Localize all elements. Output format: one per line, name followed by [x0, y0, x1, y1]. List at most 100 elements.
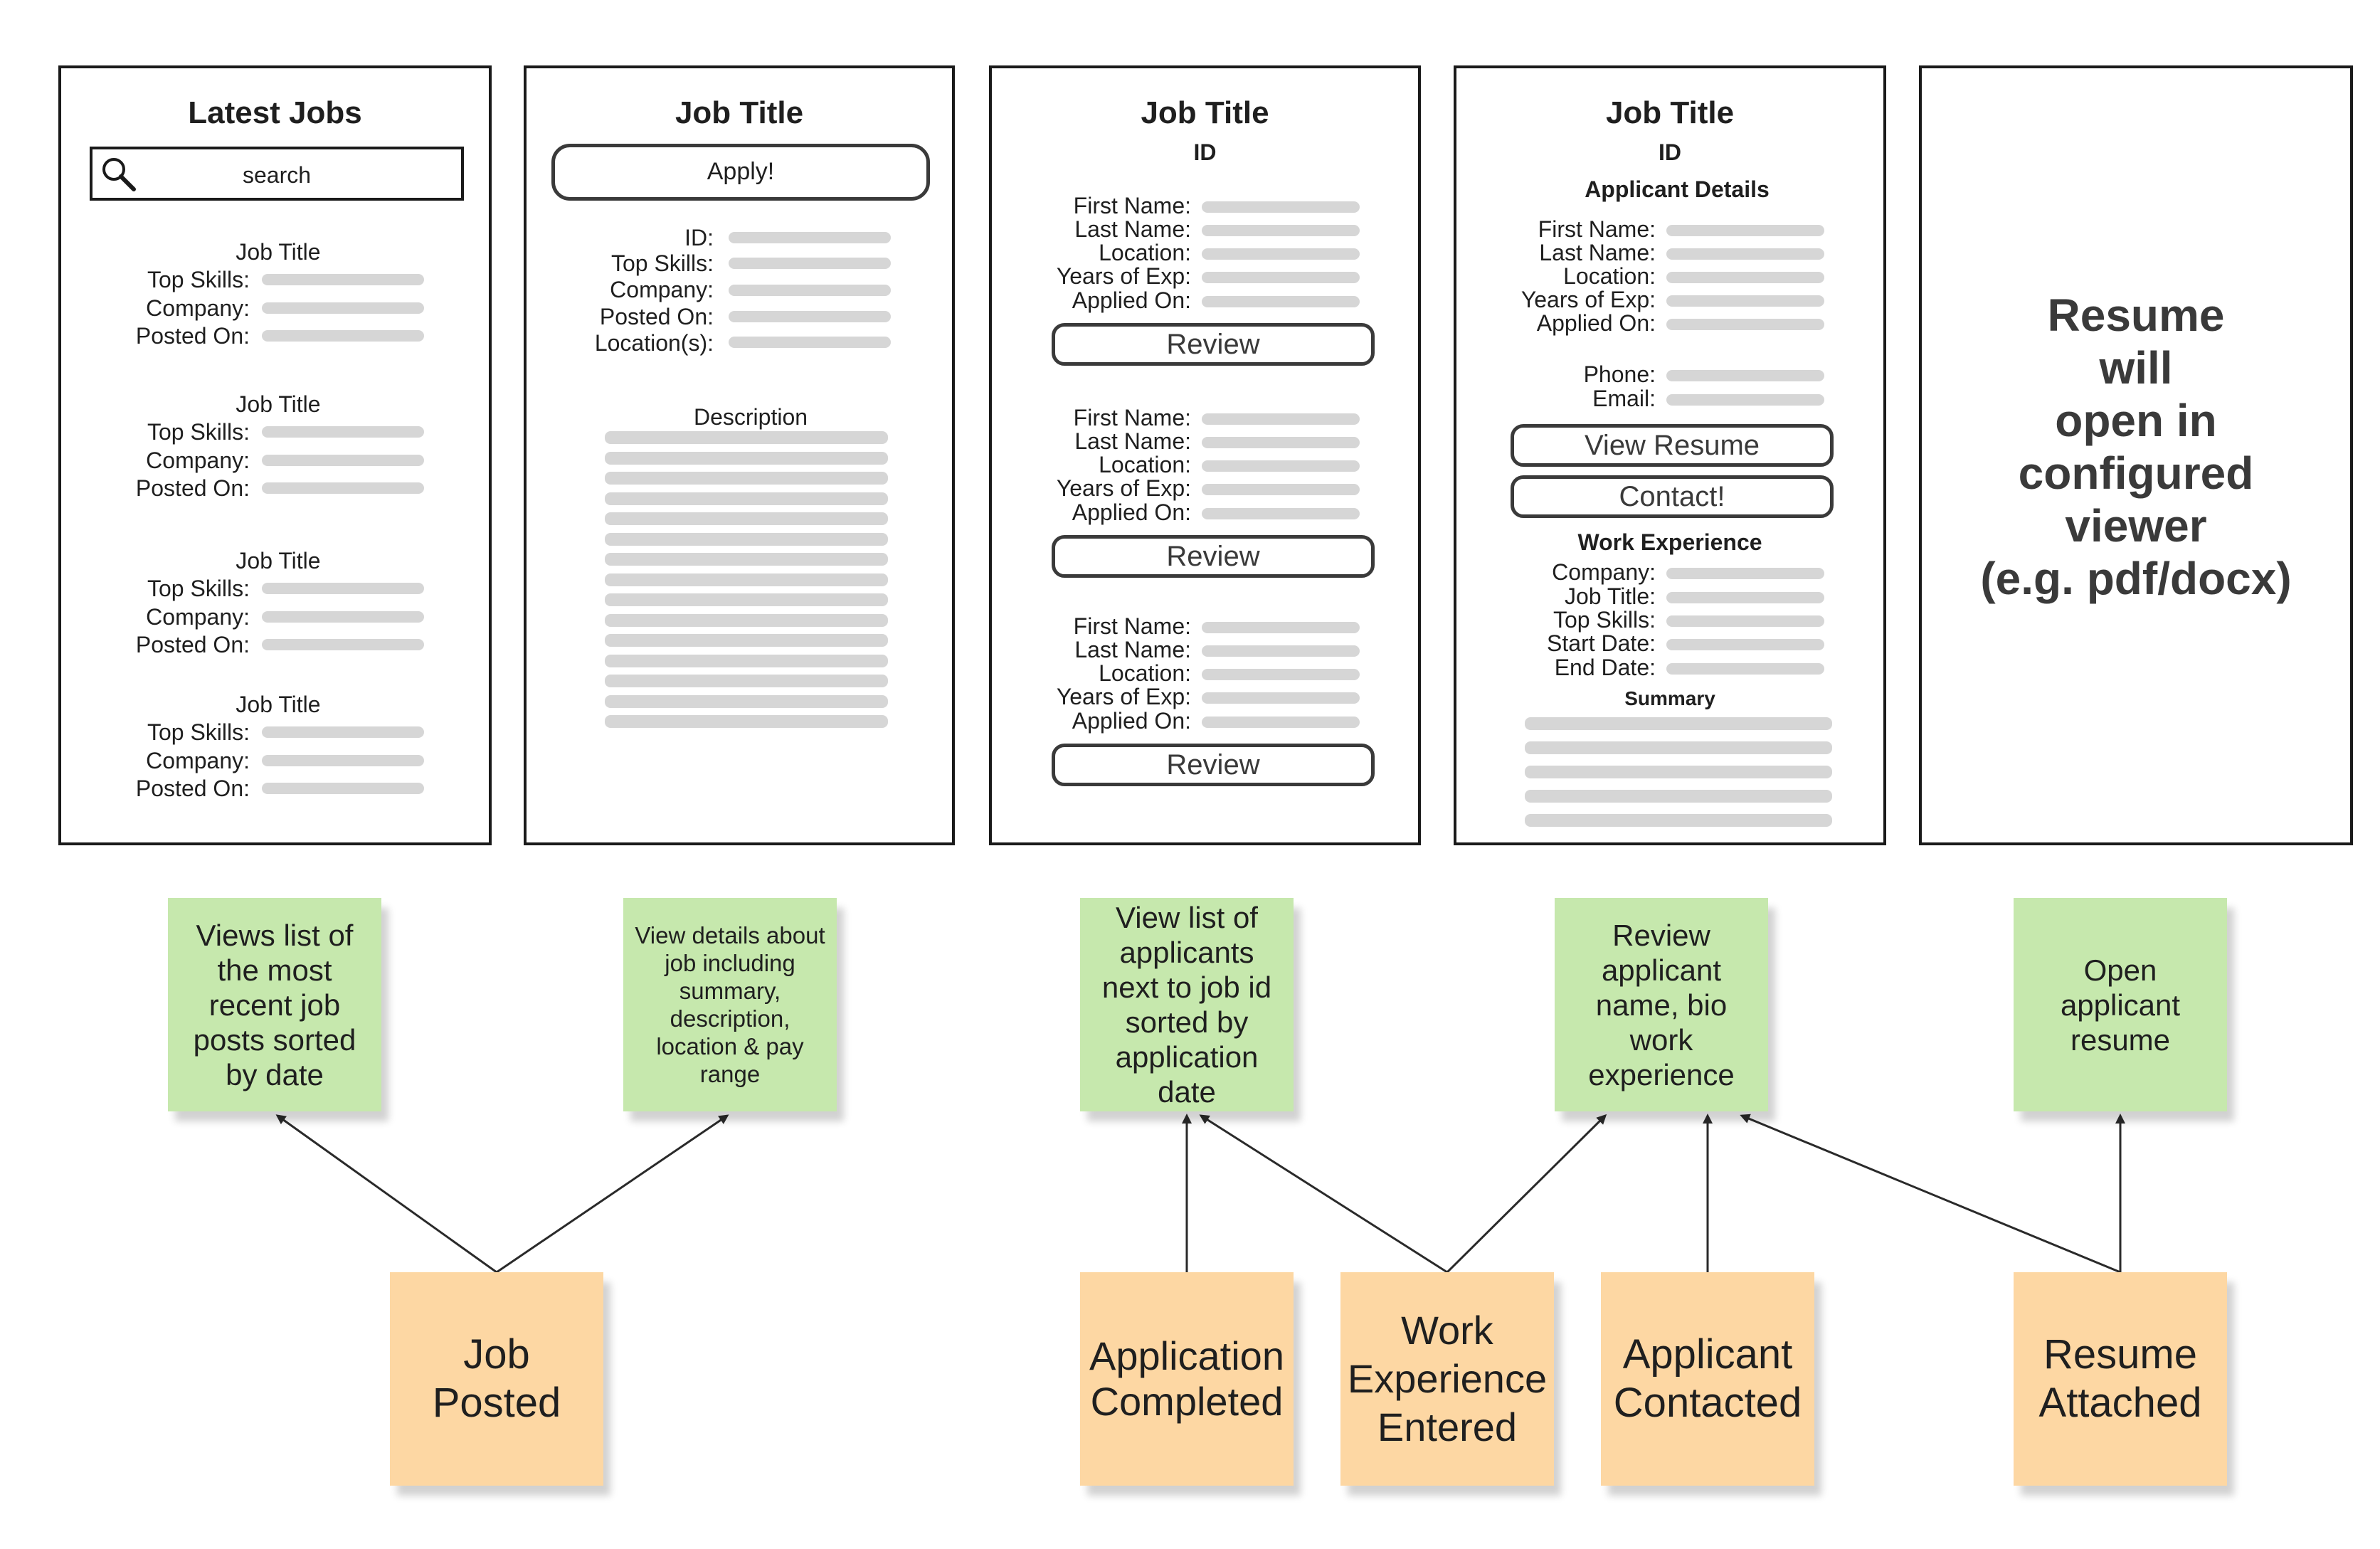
job-item-top-skills-label: Top Skills:	[147, 419, 250, 445]
job-list-item[interactable]: Job Title Top Skills: Company: Posted On…	[61, 391, 488, 519]
placeholder-bar	[262, 330, 424, 342]
screen-title: Job Title	[1141, 95, 1269, 130]
placeholder-bar	[262, 583, 424, 594]
description-placeholder-bar	[605, 512, 888, 525]
job-item-company-label: Company:	[146, 448, 250, 473]
screen-job-detail: Job Title Apply! ID: Top Skills: Company…	[524, 65, 955, 845]
job-id-heading: ID	[1659, 139, 1681, 165]
description-placeholder-bar	[605, 675, 888, 687]
arrow-resume-to-review	[1740, 1114, 2121, 1274]
placeholder-bar	[1666, 592, 1824, 603]
job-item-company-label: Company:	[146, 295, 250, 321]
screen-resume-viewer: Resume will open in configured viewer (e…	[1919, 65, 2353, 845]
description-placeholder-bar	[605, 532, 888, 546]
first-name-label: First Name:	[1073, 405, 1191, 430]
placeholder-bar	[262, 755, 424, 766]
applicant-card: First Name: Last Name: Location: Years o…	[992, 613, 1419, 791]
review-button[interactable]: Review	[1052, 744, 1375, 786]
placeholder-bar	[1202, 225, 1360, 236]
placeholder-bar	[1525, 741, 1832, 754]
years-of-exp-label: Years of Exp:	[1056, 475, 1191, 501]
placeholder-bar	[1202, 669, 1360, 680]
search-placeholder: search	[242, 162, 312, 188]
placeholder-bar	[1666, 615, 1824, 627]
placeholder-bar	[729, 232, 891, 243]
job-list-item[interactable]: Job Title Top Skills: Company: Posted On…	[61, 239, 488, 367]
job-list-item[interactable]: Job Title Top Skills: Company: Posted On…	[61, 692, 488, 820]
last-name-label: Last Name:	[1074, 428, 1191, 454]
placeholder-bar	[1202, 484, 1360, 495]
placeholder-bar	[729, 285, 891, 296]
years-of-exp-label: Years of Exp:	[1056, 684, 1191, 709]
placeholder-bar	[262, 426, 424, 438]
work-top-skills-label: Top Skills:	[1553, 607, 1656, 633]
placeholder-bar	[1202, 645, 1360, 657]
event-resume-attached: Resume Attached	[2014, 1272, 2227, 1486]
view-resume-button[interactable]: View Resume	[1511, 424, 1834, 467]
resume-message-line: open in	[2055, 395, 2217, 446]
job-item-posted-on-label: Posted On:	[135, 776, 250, 801]
note-text: Work Experience Entered	[1347, 1308, 1548, 1449]
note-view-job-details: View details about job including summary…	[623, 898, 837, 1111]
location-label: Location:	[1099, 660, 1191, 686]
placeholder-bar	[1202, 296, 1360, 307]
resume-message-line: configured	[2018, 448, 2254, 499]
placeholder-bar	[729, 337, 891, 348]
work-company-label: Company:	[1552, 559, 1656, 585]
review-button[interactable]: Review	[1052, 323, 1375, 366]
job-locations-label: Location(s):	[594, 330, 714, 356]
placeholder-bar	[262, 726, 424, 738]
work-end-date-label: End Date:	[1554, 655, 1656, 680]
resume-message-line: (e.g. pdf/docx)	[1980, 553, 2292, 604]
email-label: Email:	[1592, 386, 1656, 411]
placeholder-bar	[1525, 790, 1832, 803]
job-item-company-label: Company:	[146, 604, 250, 630]
placeholder-bar	[1666, 225, 1824, 236]
placeholder-bar	[1666, 370, 1824, 381]
job-item-top-skills-label: Top Skills:	[147, 267, 250, 292]
arrow-work-exp-to-applicants	[1199, 1114, 1448, 1274]
note-text: View list of applicants next to job id s…	[1101, 901, 1272, 1109]
work-start-date-label: Start Date:	[1547, 630, 1656, 656]
job-id-label: ID:	[684, 225, 714, 250]
job-list-item[interactable]: Job Title Top Skills: Company: Posted On…	[61, 548, 488, 676]
description-placeholder-bar	[605, 472, 888, 485]
description-placeholder-bar	[605, 431, 888, 444]
years-of-exp-label: Years of Exp:	[1520, 287, 1656, 312]
placeholder-bar	[262, 274, 424, 285]
apply-button[interactable]: Apply!	[551, 144, 930, 201]
review-button[interactable]: Review	[1052, 535, 1375, 578]
note-view-applicants: View list of applicants next to job id s…	[1080, 898, 1294, 1111]
description-placeholder-bar	[605, 654, 888, 667]
applicant-details-heading: Applicant Details	[1585, 176, 1770, 202]
note-text: Review applicant name, bio work experien…	[1588, 918, 1735, 1091]
placeholder-bar	[1202, 201, 1360, 213]
applied-on-label: Applied On:	[1072, 287, 1191, 313]
search-input[interactable]: search	[90, 147, 464, 201]
contact-button[interactable]: Contact!	[1511, 475, 1834, 518]
placeholder-bar	[1666, 272, 1824, 283]
job-item-top-skills-label: Top Skills:	[147, 576, 250, 601]
job-item-posted-on-label: Posted On:	[135, 323, 250, 349]
screen-latest-jobs: Latest Jobs search Job Title Top Skills:…	[58, 65, 492, 845]
event-job-posted: Job Posted	[390, 1272, 603, 1486]
job-top-skills-label: Top Skills:	[610, 250, 714, 276]
placeholder-bar	[262, 611, 424, 623]
note-text: View details about job including summary…	[635, 922, 825, 1087]
placeholder-bar	[1202, 272, 1360, 283]
job-item-title: Job Title	[236, 239, 321, 265]
location-label: Location:	[1563, 263, 1656, 289]
applicant-card: First Name: Last Name: Location: Years o…	[992, 193, 1419, 371]
placeholder-bar	[1525, 766, 1832, 778]
years-of-exp-label: Years of Exp:	[1056, 263, 1191, 289]
arrow-work-exp-to-review	[1446, 1114, 1607, 1274]
placeholder-bar	[262, 783, 424, 794]
placeholder-bar	[1202, 437, 1360, 448]
resume-message-line: viewer	[2065, 500, 2207, 551]
placeholder-bar	[1666, 319, 1824, 330]
event-application-completed: Application Completed	[1080, 1272, 1294, 1486]
description-label: Description	[693, 404, 808, 430]
location-label: Location:	[1099, 452, 1191, 477]
placeholder-bar	[262, 302, 424, 314]
